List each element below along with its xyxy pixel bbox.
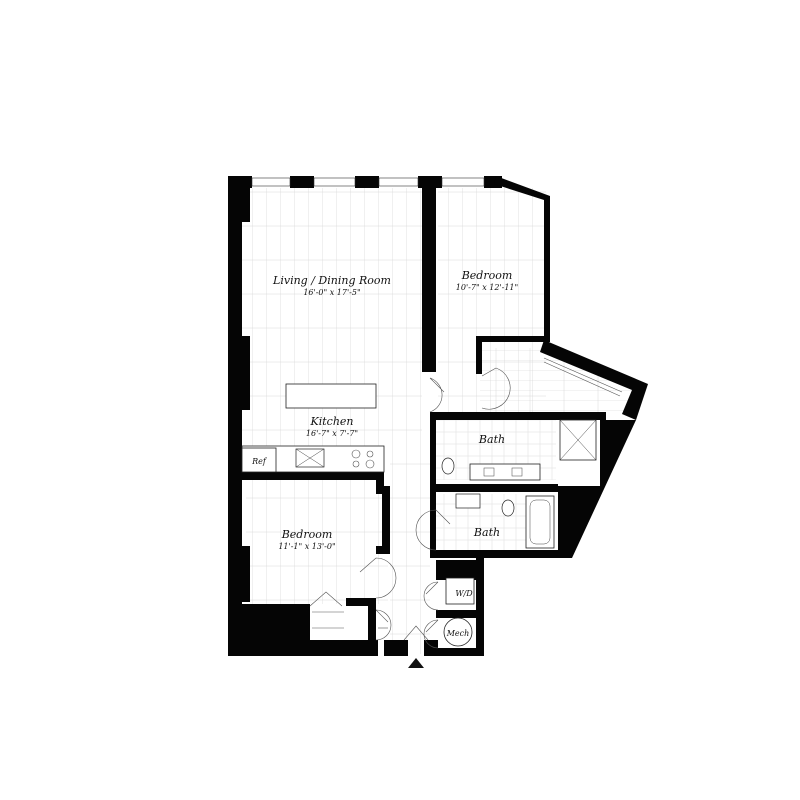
floor-surfaces xyxy=(242,188,640,654)
kitchen-fixtures xyxy=(241,383,385,473)
door-mech[interactable] xyxy=(423,619,439,649)
doors xyxy=(309,367,511,649)
kitchen-island xyxy=(285,383,377,409)
entry-arrow-icon xyxy=(408,658,424,668)
door-bedroom-east[interactable] xyxy=(429,377,445,413)
bath-fixtures xyxy=(441,419,597,647)
bedroom-west-name: Bedroom xyxy=(281,528,333,541)
toilet-icon xyxy=(441,457,455,475)
mech-label: Mech xyxy=(446,629,470,638)
east-wall-wedge xyxy=(558,420,636,558)
window xyxy=(378,177,419,187)
sink-icon xyxy=(483,467,495,477)
hall-floor xyxy=(390,446,430,654)
door-laundry[interactable] xyxy=(423,581,439,611)
door-bath-second[interactable] xyxy=(415,509,451,551)
bedroom-east-name: Bedroom xyxy=(461,269,513,282)
bath-main-name: Bath xyxy=(478,433,505,446)
living-room-name: Living / Dining Room xyxy=(272,274,391,287)
bedroom-east-dims: 10'-7" x 12'-11" xyxy=(456,283,518,292)
sink-icon xyxy=(511,467,523,477)
bath-second-name: Bath xyxy=(473,526,500,539)
door-closet[interactable] xyxy=(481,367,511,410)
ref-label: Ref xyxy=(251,457,268,466)
door-hall-closet[interactable] xyxy=(375,609,392,641)
cooktop xyxy=(351,449,375,469)
door-bedroom-west[interactable] xyxy=(359,557,397,599)
sink-icon xyxy=(455,493,481,509)
labels: Living / Dining Room 16'-0" x 17'-5" Bed… xyxy=(251,269,518,638)
bedroom-west-floor xyxy=(246,480,388,604)
kitchen-name: Kitchen xyxy=(310,415,354,428)
kitchen-dims: 16'-7" x 7'-7" xyxy=(306,429,358,438)
exterior-walls xyxy=(228,176,648,656)
mech-unit xyxy=(443,617,473,647)
toilet-icon xyxy=(501,499,515,517)
refrigerator xyxy=(241,447,277,473)
washer-dryer-label: W/D xyxy=(455,589,473,598)
bedroom-west-dims: 11'-1" x 13'-0" xyxy=(278,542,335,551)
washer-dryer xyxy=(445,577,475,605)
vanity xyxy=(469,463,541,481)
living-room-dims: 16'-0" x 17'-5" xyxy=(303,288,360,297)
door-closet-west[interactable] xyxy=(309,591,343,607)
closet-floor xyxy=(480,348,640,414)
window xyxy=(251,177,291,187)
window xyxy=(441,177,485,187)
closet-shelving xyxy=(312,357,623,629)
window xyxy=(313,177,356,187)
west-wall xyxy=(228,176,242,656)
